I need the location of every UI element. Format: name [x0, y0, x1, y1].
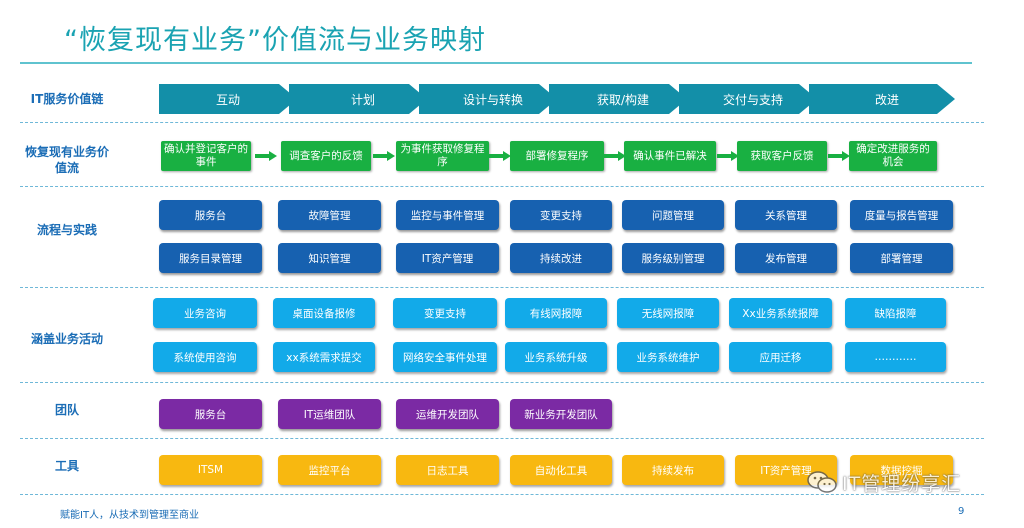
- process-box: 度量与报告管理: [850, 200, 953, 230]
- activity-box: 缺陷报障: [845, 298, 946, 328]
- process-box: 发布管理: [735, 243, 837, 273]
- arrow-right-icon: [489, 151, 511, 161]
- value-stream-step: 获取客户反馈: [737, 141, 827, 171]
- page-title: “恢复现有业务”价值流与业务映射: [64, 25, 486, 56]
- value-stream-step: 确定改进服务的机会: [849, 141, 937, 171]
- footer-slogan: 赋能IT人，从技术到管理至商业: [60, 510, 200, 521]
- value-chain-stage: 交付与支持: [679, 84, 817, 114]
- team-box: 服务台: [159, 399, 262, 429]
- row-separator: [20, 122, 984, 123]
- arrow-right-icon: [604, 151, 626, 161]
- arrow-right-icon: [828, 151, 850, 161]
- tool-box: ITSM: [159, 455, 262, 485]
- row-label-process: 流程与实践: [36, 223, 97, 237]
- title-underline: [20, 62, 972, 64]
- activity-box: 系统使用咨询: [153, 342, 257, 372]
- process-box: 部署管理: [850, 243, 953, 273]
- activity-box: 桌面设备报修: [273, 298, 375, 328]
- tool-box: 监控平台: [278, 455, 381, 485]
- row-label-team: 团队: [54, 403, 79, 417]
- page-number: 9: [958, 506, 965, 517]
- row-separator: [20, 438, 984, 439]
- row-separator: [20, 382, 984, 383]
- row-label-value-stream: 恢复现有业务价值流: [24, 145, 109, 175]
- wechat-icon: [807, 471, 837, 493]
- value-stream-step: 确认事件已解决: [624, 141, 716, 171]
- process-box: 持续改进: [510, 243, 612, 273]
- row-separator: [20, 287, 984, 288]
- arrow-right-icon: [717, 151, 739, 161]
- activity-box: …………: [845, 342, 946, 372]
- row-label-tools: 工具: [54, 459, 79, 473]
- watermark: IT管理纷享汇: [806, 468, 961, 496]
- process-box: 服务级别管理: [622, 243, 724, 273]
- activity-box: Xx业务系统报障: [729, 298, 832, 328]
- tool-box: 数据挖掘: [850, 455, 953, 485]
- row-label-value-chain: IT服务价值链: [30, 92, 104, 106]
- watermark-text: IT管理纷享汇: [842, 472, 962, 495]
- activity-box: 变更支持: [393, 298, 497, 328]
- activity-box: 应用迁移: [729, 342, 832, 372]
- process-box: 问题管理: [622, 200, 724, 230]
- activity-box: 业务系统升级: [505, 342, 607, 372]
- arrow-right-icon: [373, 151, 395, 161]
- team-box: 运维开发团队: [396, 399, 499, 429]
- tool-box: 自动化工具: [510, 455, 612, 485]
- row-separator: [20, 494, 984, 495]
- team-box: 新业务开发团队: [510, 399, 612, 429]
- process-box: 知识管理: [278, 243, 381, 273]
- process-box: 服务台: [159, 200, 262, 230]
- tool-box: 日志工具: [396, 455, 499, 485]
- arrow-right-icon: [255, 151, 277, 161]
- team-box: IT运维团队: [278, 399, 381, 429]
- value-chain-stage: 改进: [809, 84, 955, 114]
- row-separator: [20, 186, 984, 187]
- value-stream-step: 确认并登记客户的事件: [161, 141, 251, 171]
- value-chain-stage: 设计与转换: [419, 84, 557, 114]
- row-label-activities: 涵盖业务活动: [30, 332, 103, 346]
- value-chain-stage: 互动: [159, 84, 297, 114]
- activity-box: 网络安全事件处理: [393, 342, 497, 372]
- value-chain-stage: 获取/构建: [549, 84, 687, 114]
- process-box: 关系管理: [735, 200, 837, 230]
- process-box: IT资产管理: [396, 243, 499, 273]
- tool-box: 持续发布: [622, 455, 724, 485]
- activity-box: 业务系统维护: [617, 342, 719, 372]
- process-box: 变更支持: [510, 200, 612, 230]
- activity-box: 业务咨询: [153, 298, 257, 328]
- process-box: 监控与事件管理: [396, 200, 499, 230]
- value-stream-step: 部署修复程序: [510, 141, 604, 171]
- process-box: 服务目录管理: [159, 243, 262, 273]
- value-stream-step: 调查客户的反馈: [281, 141, 371, 171]
- value-stream-step: 为事件获取修复程序: [396, 141, 489, 171]
- activity-box: 无线网报障: [617, 298, 719, 328]
- process-box: 故障管理: [278, 200, 381, 230]
- activity-box: 有线网报障: [505, 298, 607, 328]
- value-chain-stage: 计划: [289, 84, 427, 114]
- activity-box: xx系统需求提交: [273, 342, 375, 372]
